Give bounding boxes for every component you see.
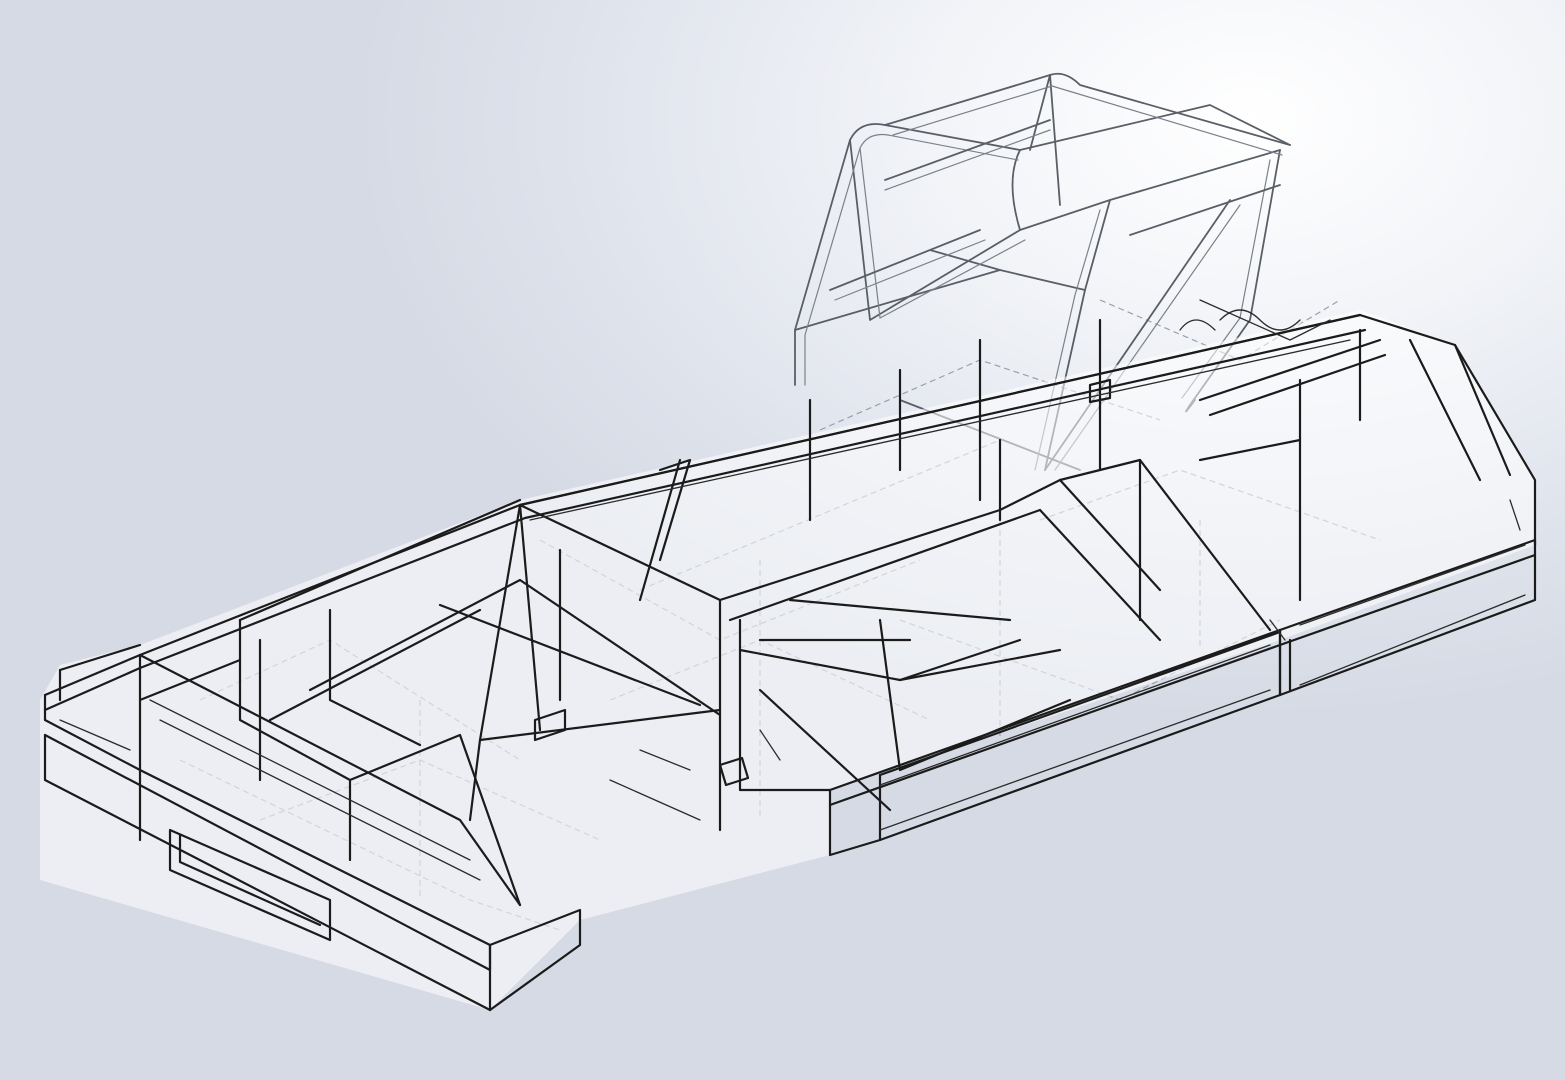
frame-details — [59, 299, 1526, 881]
chassis-frame — [43, 313, 1537, 1012]
